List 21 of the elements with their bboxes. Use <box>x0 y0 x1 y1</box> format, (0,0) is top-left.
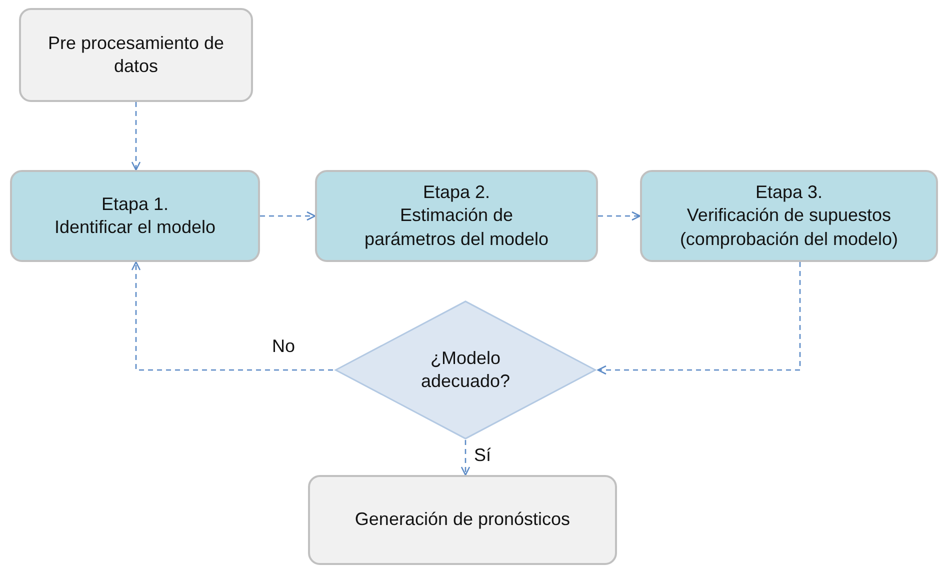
arrow <box>131 102 141 171</box>
arrow <box>598 211 641 221</box>
process-box <box>315 170 598 262</box>
node-text: Generación de pronósticos <box>354 508 570 532</box>
terminal-box <box>308 475 617 565</box>
process-box <box>640 170 938 262</box>
process-box <box>10 170 260 262</box>
node-text: Verificación de supuestos (comprobación del modelo) <box>678 204 900 251</box>
node-text: Identificar el modelo <box>54 216 216 239</box>
arrow <box>260 211 316 221</box>
arrow <box>131 261 333 371</box>
node-text: Estimación de parámetros del modelo <box>363 204 550 251</box>
terminal-box <box>19 8 253 102</box>
node-text: Etapa 1. <box>100 192 170 216</box>
node-text: ¿Modelo adecuado? <box>420 346 512 393</box>
arrow <box>597 262 801 375</box>
node-text: Etapa 3. <box>754 180 824 204</box>
decision-diamond <box>333 300 598 440</box>
node-text: Etapa 2. <box>422 180 492 204</box>
node-text: Pre procesamiento de datos <box>46 32 226 78</box>
arrow <box>460 440 470 476</box>
